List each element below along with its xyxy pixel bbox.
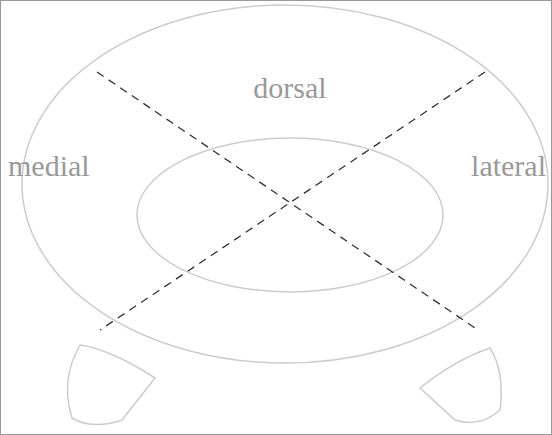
region-label: medial bbox=[8, 151, 90, 181]
right-appendage bbox=[420, 348, 501, 422]
dashed-divider bbox=[97, 72, 478, 330]
dashed-divider bbox=[100, 72, 485, 330]
region-label: dorsal bbox=[253, 73, 326, 103]
inner-outline bbox=[137, 138, 443, 292]
outer-outline bbox=[22, 5, 548, 363]
left-appendage bbox=[68, 345, 156, 425]
region-label: lateral bbox=[471, 151, 546, 181]
